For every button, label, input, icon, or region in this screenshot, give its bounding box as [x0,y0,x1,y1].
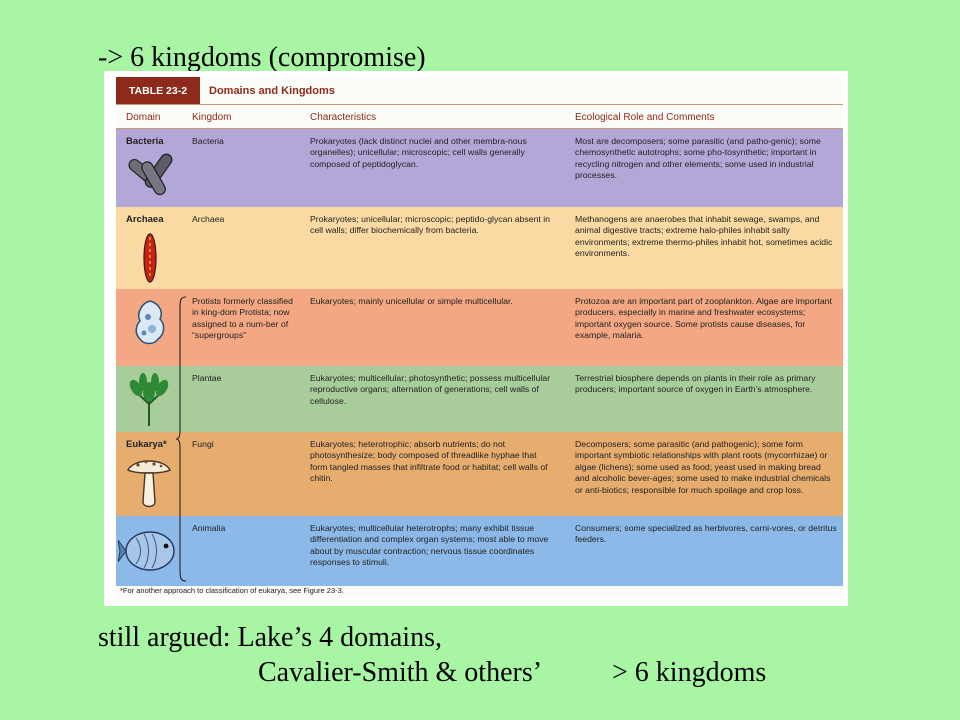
plant-illustration [129,373,169,426]
kingdom-cell: Fungi [192,439,214,449]
domains-kingdoms-table: TABLE 23-2 Domains and Kingdoms Domain K… [104,71,848,606]
ecology-cell: Most are decomposers; some parasitic (an… [575,136,821,181]
ecology-cell: Methanogens are anaerobes that inhabit s… [575,214,833,259]
characteristics-cell: Eukaryotes; multicellular; photosyntheti… [310,373,550,406]
row-animalia: Animalia Eukaryotes; multicellular heter… [116,516,843,586]
protist-illustration [135,300,165,345]
slide-title: -> 6 kingdoms (compromise) [98,42,426,73]
row-archaea: Archaea Archaea Prokaryotes; unicellular… [116,207,843,289]
kingdom-cell: Bacteria [192,136,224,146]
characteristics-cell: Prokaryotes (lack distinct nuclei and ot… [310,136,527,169]
header-characteristics: Characteristics [310,112,377,123]
characteristics-cell: Eukaryotes; multicellular heterotrophs; … [310,523,549,568]
row-protists: Protists formerly classified in king-dom… [116,289,843,366]
ecology-cell: Protozoa are an important part of zoopla… [575,296,832,341]
table-body: TABLE 23-2 Domains and Kingdoms Domain K… [116,77,843,598]
ecology-cell: Decomposers; some parasitic (and pathoge… [575,439,831,495]
ecology-cell: Terrestrial biosphere depends on plants … [575,373,816,395]
table-label: TABLE 23-2 [116,77,200,104]
kingdom-cell: Animalia [192,523,226,533]
archaea-illustration [143,233,157,283]
table-title: Domains and Kingdoms [209,84,335,97]
row-plantae: Plantae Eukaryotes; multicellular; photo… [116,366,843,432]
kingdom-cell: Protists formerly classified in king-dom… [192,296,293,341]
table-footnote: *For another approach to classification … [120,586,344,595]
characteristics-cell: Eukaryotes; mainly unicellular or simple… [310,296,513,306]
bottom-line-2b: > 6 kingdoms [612,657,767,688]
mushroom-illustration [127,460,171,508]
column-headers: Domain Kingdom Characteristics Ecologica… [116,106,843,128]
row-fungi: Eukarya* Fungi Eukaryotes; heterotrophic… [116,432,843,516]
kingdom-cell: Archaea [192,214,225,224]
eukarya-brace [176,296,187,582]
characteristics-cell: Eukaryotes; heterotrophic; absorb nutrie… [310,439,548,484]
header-kingdom: Kingdom [192,112,232,123]
characteristics-cell: Prokaryotes; unicellular; microscopic; p… [310,214,550,236]
kingdom-cell: Plantae [192,373,222,383]
divider [116,104,843,105]
domain-cell: Bacteria [126,136,164,147]
header-domain: Domain [126,112,161,123]
bottom-line-2: Cavalier-Smith & others’ [258,657,543,688]
ecology-cell: Consumers; some specialized as herbivore… [575,523,837,545]
bacteria-illustration [128,153,173,196]
divider [116,128,843,129]
domain-cell: Eukarya* [126,439,167,450]
row-bacteria: Bacteria Bacteria Prokaryotes (lack dist… [116,129,843,207]
bottom-line-1: still argued: Lake’s 4 domains, [98,622,442,653]
table-header: TABLE 23-2 Domains and Kingdoms [116,77,843,104]
fish-illustration [118,531,175,571]
domain-cell: Archaea [126,214,164,225]
header-ecology: Ecological Role and Comments [575,112,715,123]
